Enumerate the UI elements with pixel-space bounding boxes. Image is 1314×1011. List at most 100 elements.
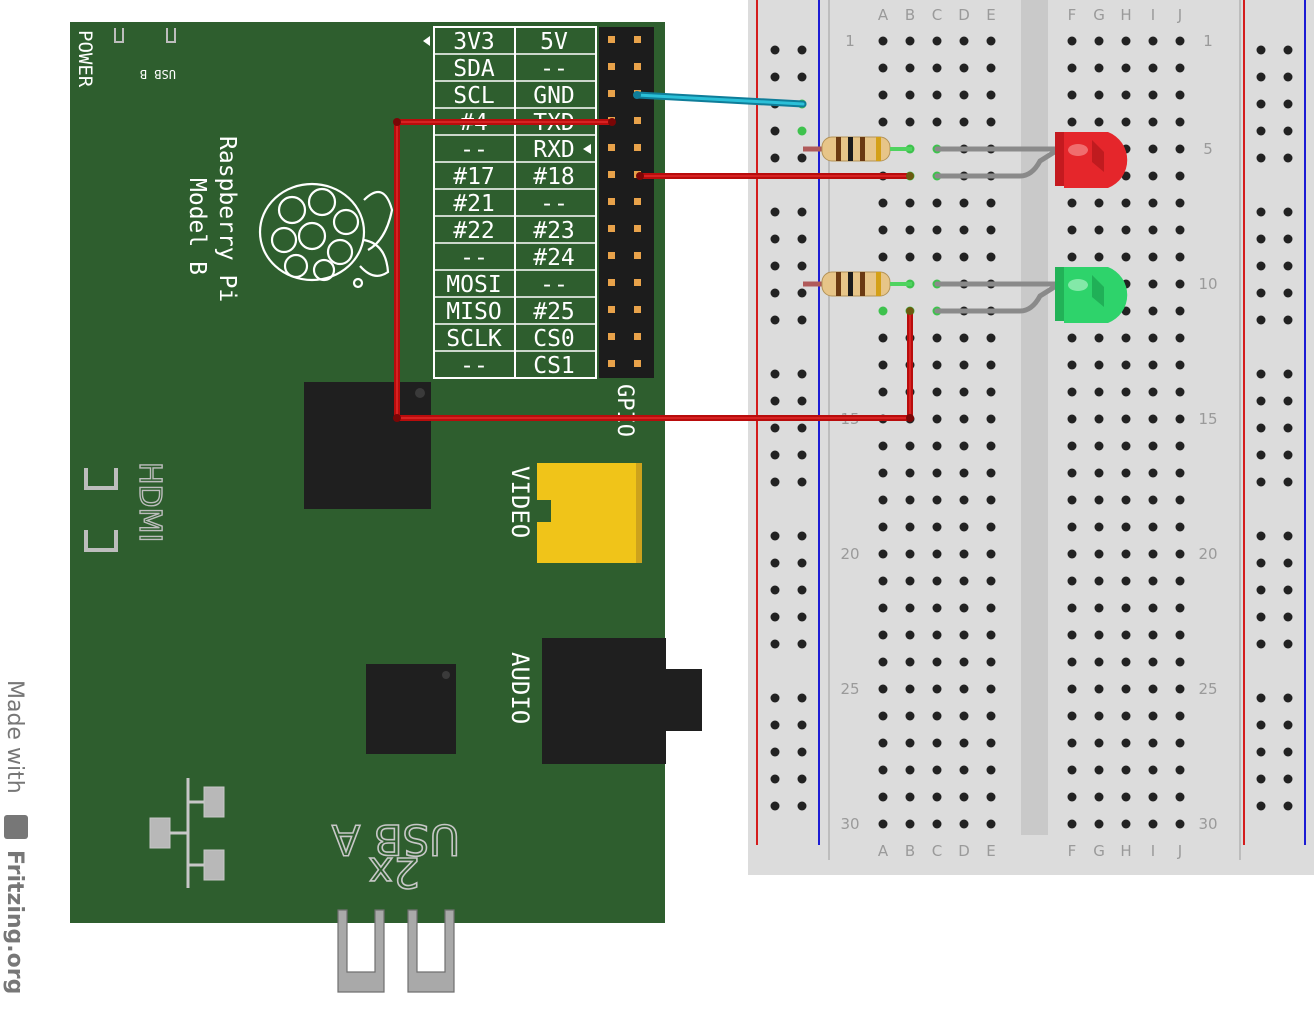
breadboard-hole xyxy=(878,333,888,343)
breadboard-hole xyxy=(932,252,942,262)
breadboard-hole xyxy=(1121,414,1131,424)
breadboard-hole xyxy=(932,576,942,586)
rail-hole xyxy=(770,774,780,784)
gpio-pin xyxy=(634,198,641,205)
gpio-pin xyxy=(608,63,615,70)
gpio-pin xyxy=(634,360,641,367)
breadboard-hole xyxy=(1148,117,1158,127)
breadboard-hole xyxy=(986,468,996,478)
row-number-label: 20 xyxy=(1198,545,1217,563)
breadboard-hole xyxy=(905,765,915,775)
rail-hole xyxy=(797,612,807,622)
breadboard-hole xyxy=(1175,225,1185,235)
breadboard-hole xyxy=(986,738,996,748)
breadboard-hole xyxy=(905,495,915,505)
breadboard-hole xyxy=(986,333,996,343)
breadboard-hole xyxy=(1067,603,1077,613)
breadboard-hole xyxy=(1121,252,1131,262)
gpio-left-label: SDA xyxy=(453,56,495,82)
breadboard-hole xyxy=(878,522,888,532)
gpio-right-label: RXD xyxy=(533,137,575,163)
breadboard-hole xyxy=(959,441,969,451)
breadboard-hole xyxy=(1175,576,1185,586)
audio-label: AUDIO xyxy=(506,652,534,724)
rail-hole xyxy=(1256,531,1266,541)
breadboard-hole xyxy=(1121,90,1131,100)
column-label: A xyxy=(878,842,889,860)
breadboard-hole xyxy=(1067,549,1077,559)
rail-hole xyxy=(1256,639,1266,649)
rail-hole xyxy=(770,612,780,622)
breadboard-hole xyxy=(1094,387,1104,397)
breadboard-hole xyxy=(905,603,915,613)
breadboard-hole xyxy=(1094,36,1104,46)
breadboard-hole xyxy=(878,549,888,559)
breadboard-hole xyxy=(1148,711,1158,721)
rail-hole xyxy=(1256,693,1266,703)
rail-hole xyxy=(1283,261,1293,271)
row-number-label: 20 xyxy=(840,545,859,563)
breadboard-hole xyxy=(1148,360,1158,370)
rail-hole xyxy=(797,801,807,811)
breadboard-hole xyxy=(905,630,915,640)
breadboard-hole xyxy=(959,252,969,262)
rail-hole xyxy=(1283,720,1293,730)
led-red xyxy=(1055,132,1128,188)
breadboard-hole xyxy=(1175,549,1185,559)
rail-hole xyxy=(1283,585,1293,595)
rail-hole xyxy=(1283,396,1293,406)
breadboard-hole xyxy=(905,63,915,73)
rail-hole xyxy=(1256,207,1266,217)
breadboard-hole xyxy=(1094,225,1104,235)
row-number-label: 25 xyxy=(840,680,859,698)
breadboard-hole xyxy=(1094,252,1104,262)
breadboard-hole xyxy=(1067,225,1077,235)
breadboard-hole xyxy=(1148,36,1158,46)
breadboard-hole xyxy=(1094,630,1104,640)
breadboard-hole xyxy=(1067,414,1077,424)
breadboard-hole xyxy=(986,441,996,451)
rail-hole xyxy=(1283,423,1293,433)
rail-hole xyxy=(797,261,807,271)
rail-hole xyxy=(1256,774,1266,784)
breadboard-hole xyxy=(878,819,888,829)
breadboard-hole xyxy=(878,387,888,397)
gpio-pin xyxy=(634,144,641,151)
breadboard-hole xyxy=(959,738,969,748)
gpio-pin xyxy=(608,36,615,43)
breadboard-hole xyxy=(1148,549,1158,559)
gpio-pin xyxy=(608,252,615,259)
gpio-pin xyxy=(608,90,615,97)
rail-hole xyxy=(770,639,780,649)
rail-hole xyxy=(1283,639,1293,649)
rail-hole xyxy=(770,261,780,271)
breadboard-hole xyxy=(932,198,942,208)
rail-hole xyxy=(770,801,780,811)
rail-hole xyxy=(770,153,780,163)
breadboard-hole xyxy=(1067,576,1077,586)
breadboard-hole xyxy=(878,468,888,478)
column-label: E xyxy=(986,842,995,860)
breadboard-hole xyxy=(1067,792,1077,802)
column-label: B xyxy=(905,6,915,24)
breadboard-hole xyxy=(1121,576,1131,586)
rail-hole xyxy=(770,288,780,298)
breadboard-hole xyxy=(1148,333,1158,343)
rail-hole xyxy=(1283,558,1293,568)
gpio-left-label: -- xyxy=(460,353,488,379)
breadboard-hole xyxy=(986,630,996,640)
breadboard-hole xyxy=(905,198,915,208)
breadboard-hole xyxy=(1148,657,1158,667)
breadboard-hole xyxy=(1175,171,1185,181)
gpio-left-label: #22 xyxy=(453,218,495,244)
breadboard-hole xyxy=(905,225,915,235)
gpio-header xyxy=(599,27,654,378)
rail-hole xyxy=(1256,477,1266,487)
breadboard-hole xyxy=(878,792,888,802)
column-label: J xyxy=(1177,842,1182,860)
breadboard-hole xyxy=(1094,90,1104,100)
rail-hole xyxy=(1256,747,1266,757)
made-with-text: Made with xyxy=(2,680,27,794)
gpio-left-label: SCLK xyxy=(446,326,502,352)
